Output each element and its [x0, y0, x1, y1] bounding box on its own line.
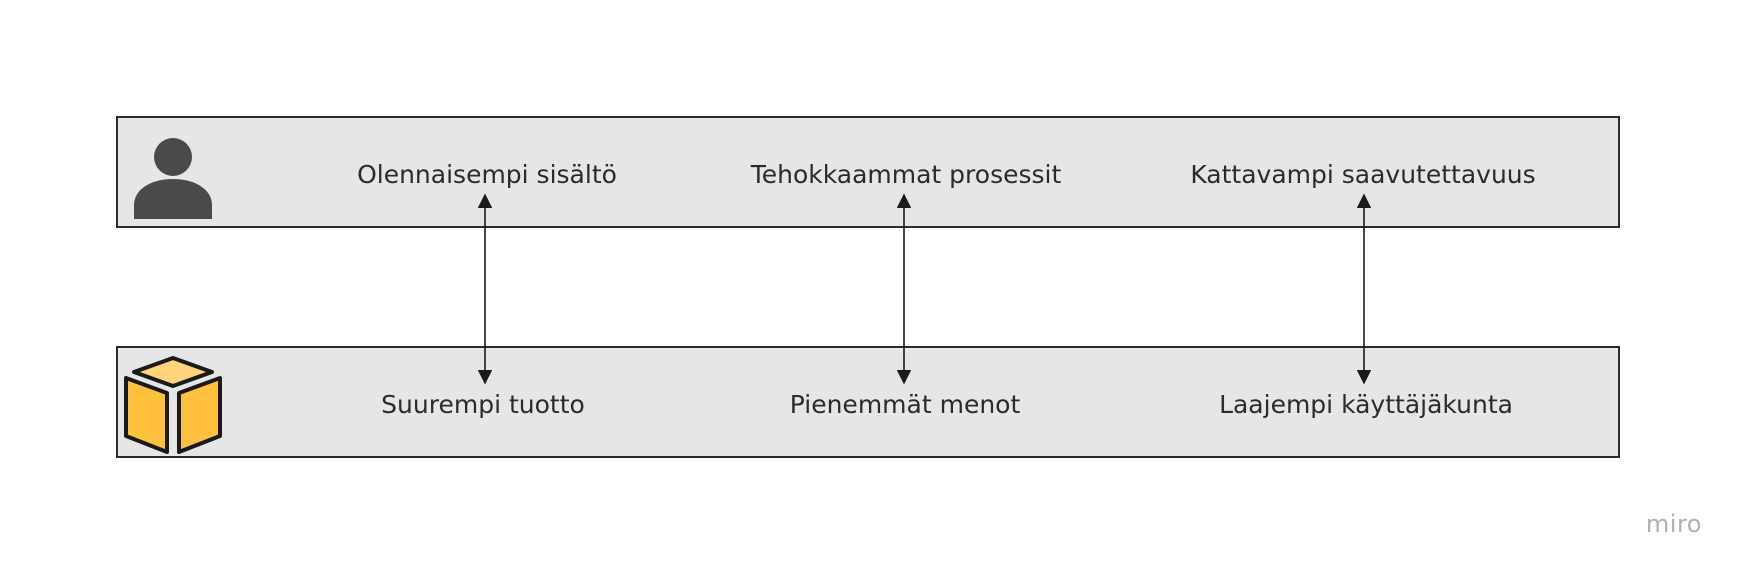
- user-label-1: Olennaisempi sisältö: [357, 160, 617, 189]
- miro-watermark: miro: [1645, 510, 1702, 538]
- user-label-2: Tehokkaammat prosessit: [750, 160, 1062, 189]
- box-icon: [124, 356, 222, 454]
- business-label-1: Suurempi tuotto: [381, 390, 585, 419]
- business-label-3: Laajempi käyttäjäkunta: [1219, 390, 1513, 419]
- business-row: Suurempi tuotto Pienemmät menot Laajempi…: [116, 346, 1620, 458]
- user-row: Olennaisempi sisältö Tehokkaammat proses…: [116, 116, 1620, 228]
- business-label-2: Pienemmät menot: [789, 390, 1021, 419]
- person-icon: [134, 138, 212, 219]
- user-label-3: Kattavampi saavutettavuus: [1190, 160, 1536, 189]
